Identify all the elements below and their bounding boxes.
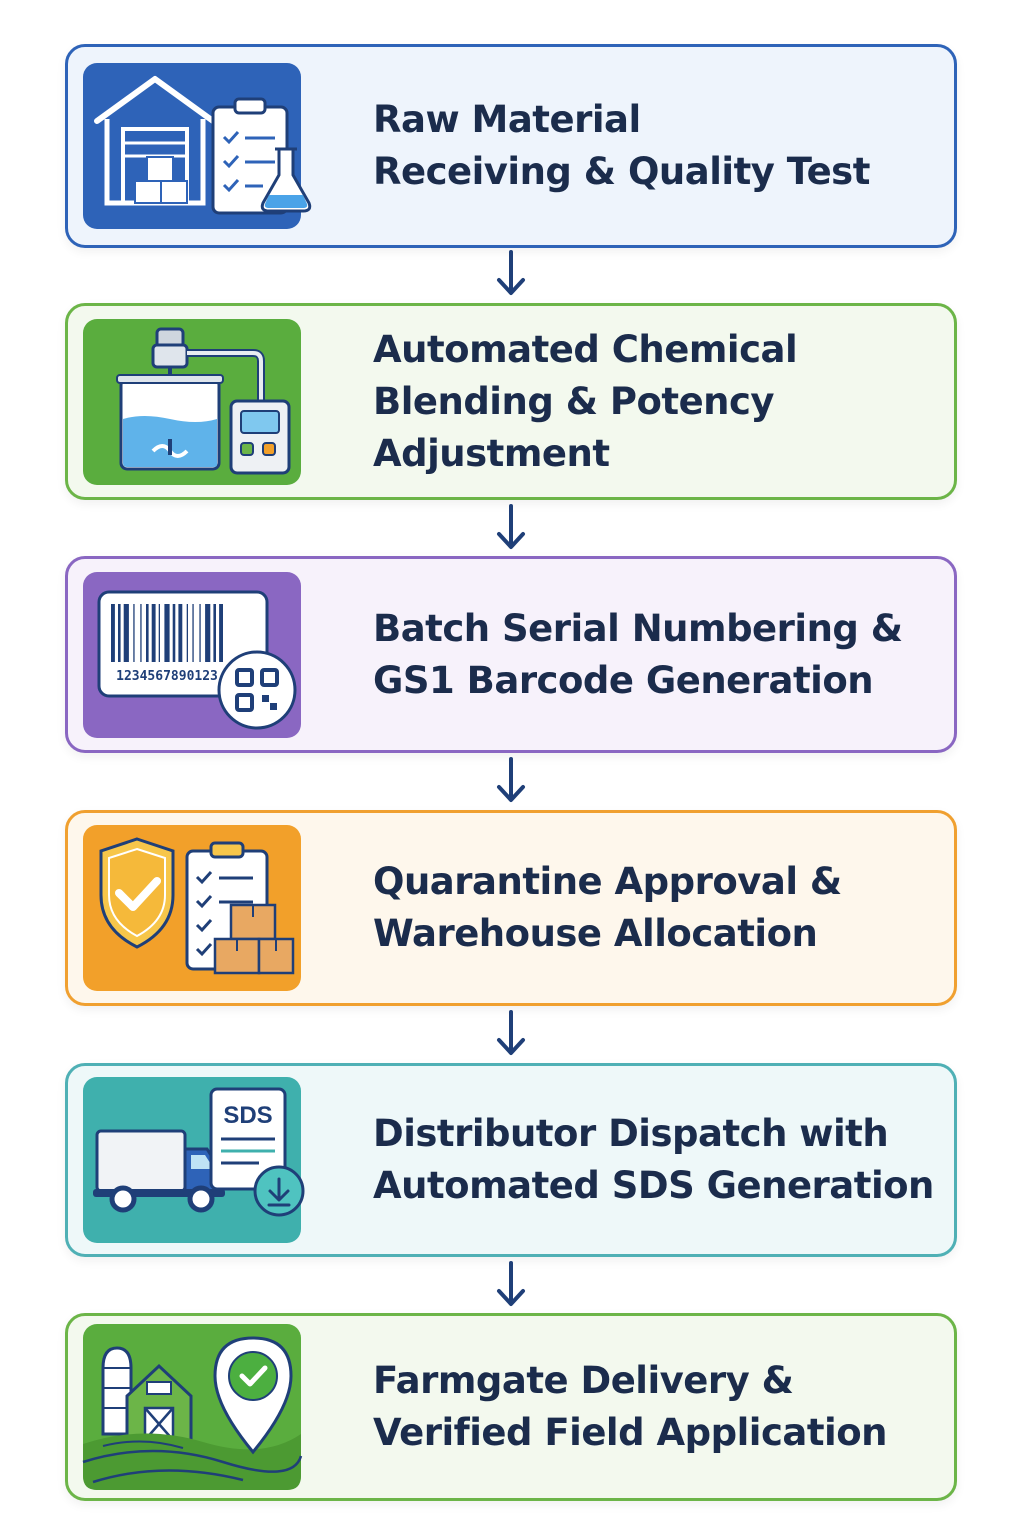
step-card-chemical-blending: Automated Chemical Blending & Potency Ad… xyxy=(65,303,957,500)
step-label: Distributor Dispatch with Automated SDS … xyxy=(373,1108,934,1212)
step-card-raw-material: Raw Material Receiving & Quality Test xyxy=(65,44,957,248)
barcode-qr-code-icon: 1234567890123 xyxy=(83,571,301,738)
barcode-bar xyxy=(213,603,216,662)
barcode-bar xyxy=(219,603,223,662)
step-label-line-1: Quarantine Approval & xyxy=(373,860,842,903)
step-label: Quarantine Approval & Warehouse Allocati… xyxy=(373,856,934,960)
barcode-bar xyxy=(158,603,160,662)
barcode-bar xyxy=(151,603,156,662)
step-label-line-1: Raw Material xyxy=(373,98,641,141)
barcode-bar xyxy=(118,603,121,662)
barcode-bar xyxy=(205,603,211,662)
down-arrow-icon xyxy=(497,757,525,802)
step-label: Farmgate Delivery & Verified Field Appli… xyxy=(373,1355,934,1459)
mixing-tank-control-panel-icon xyxy=(83,318,301,485)
step-label-line-2: Verified Field Application xyxy=(373,1411,887,1454)
step-card-quarantine-approval: Quarantine Approval & Warehouse Allocati… xyxy=(65,810,957,1006)
barcode-bar xyxy=(111,603,115,662)
sds-document-label: SDS xyxy=(223,1102,272,1129)
step-label-line-1: Automated Chemical xyxy=(373,327,798,371)
step-label: Raw Material Receiving & Quality Test xyxy=(373,94,934,198)
step-label-line-1: Batch Serial Numbering & xyxy=(373,606,903,650)
step-label-line-2: Automated SDS Generation xyxy=(373,1164,934,1207)
barcode-bar xyxy=(172,603,176,662)
barcode-bar xyxy=(192,603,194,662)
barcode-bar xyxy=(164,603,170,662)
down-arrow-icon xyxy=(497,250,525,295)
down-arrow-icon xyxy=(497,1261,525,1306)
step-card-farmgate-delivery: Farmgate Delivery & Verified Field Appli… xyxy=(65,1313,957,1501)
down-arrow-icon xyxy=(497,504,525,549)
barcode-bar xyxy=(186,603,188,662)
truck-sds-document-icon: SDS xyxy=(83,1077,305,1243)
barcode-bar xyxy=(199,603,201,662)
barcode-bar xyxy=(146,603,149,662)
barcode-bar xyxy=(123,603,129,662)
down-arrow-icon xyxy=(497,1010,525,1055)
step-label-line-2: Receiving & Quality Test xyxy=(373,150,870,193)
warehouse-clipboard-flask-icon xyxy=(83,63,312,229)
barcode-number: 1234567890123 xyxy=(116,669,218,684)
step-label-line-2: Warehouse Allocation xyxy=(373,912,818,955)
step-label: Batch Serial Numbering & GS1 Barcode Gen… xyxy=(373,603,934,707)
step-label: Automated Chemical Blending & Potency Ad… xyxy=(373,324,934,480)
shield-checklist-boxes-icon xyxy=(83,825,301,991)
step-label-line-1: Distributor Dispatch with xyxy=(373,1112,889,1155)
step-label-line-2: GS1 Barcode Generation xyxy=(373,658,874,702)
barcode-bar xyxy=(133,603,135,662)
farm-location-pin-icon xyxy=(82,1324,303,1490)
step-card-distributor-dispatch: SDS Distributor Dispatch with Automated … xyxy=(65,1063,957,1257)
step-label-line-2: Blending & Potency Adjustment xyxy=(373,379,775,475)
step-label-line-1: Farmgate Delivery & xyxy=(373,1359,794,1402)
step-card-barcode-generation: 1234567890123 Batch Serial Numbering & G… xyxy=(65,556,957,753)
barcode-bar xyxy=(178,603,183,662)
barcode-bar xyxy=(140,603,142,662)
